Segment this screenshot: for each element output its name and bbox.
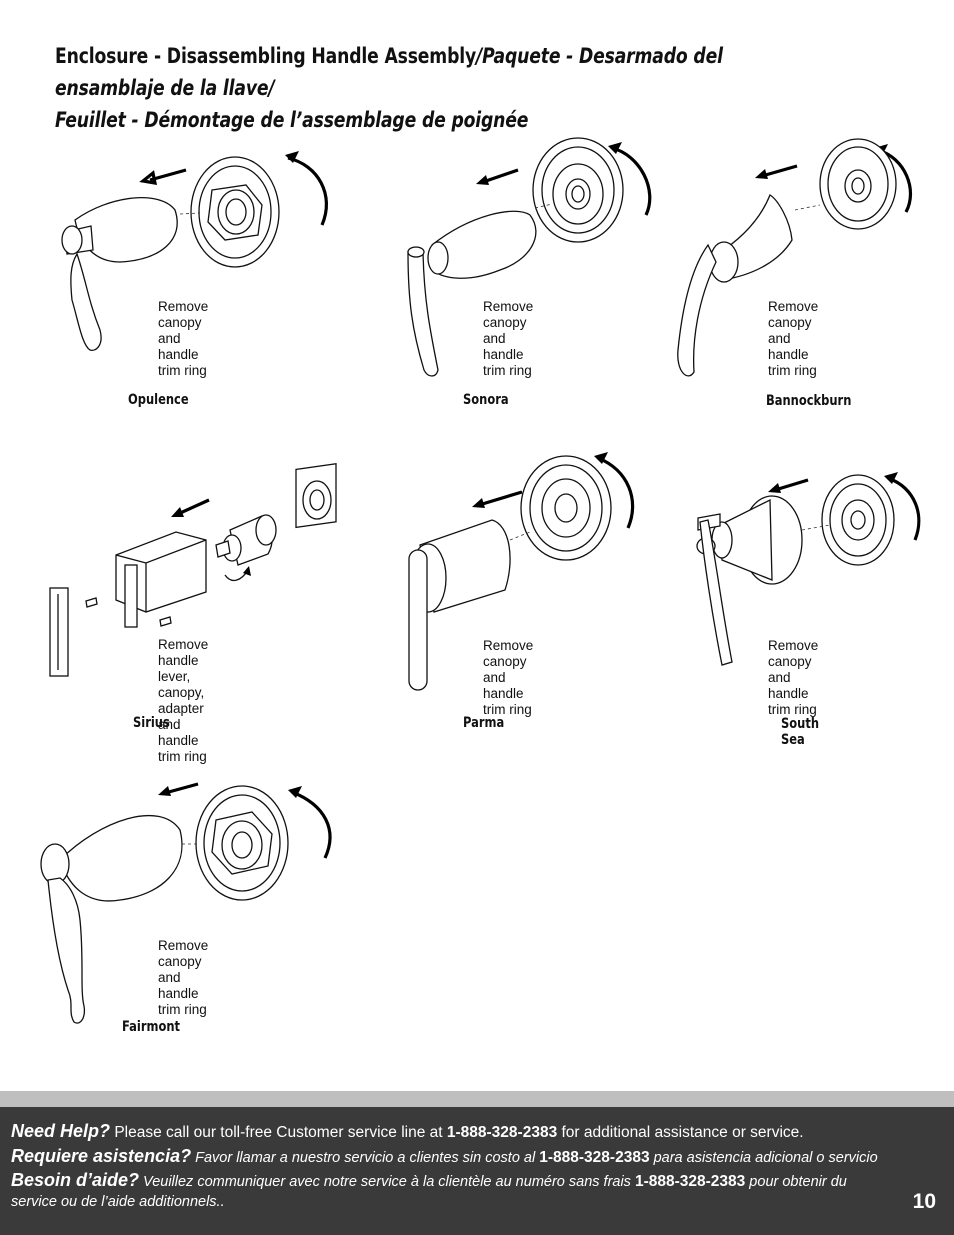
bannockburn-caption: Remove canopy and handle trim ring [768,299,819,378]
fairmont-label: Fairmont [122,1019,181,1035]
trim-ring [819,138,897,230]
opulence-label: Opulence [128,392,189,408]
parma-label: Parma [463,715,505,731]
lever [408,549,428,691]
trim-ring [821,474,895,566]
page-number: 10 [912,1190,936,1213]
sirius-label: Sirius [133,715,170,731]
help-line-es: Requiere asistencia? Favor llamar a nues… [11,1146,878,1166]
canopy [59,814,183,902]
trim-ring [190,156,280,268]
lever [49,587,69,677]
trim-ring [520,455,612,561]
phone-number[interactable]: 1-888-328-2383 [539,1149,650,1166]
canopy [431,210,537,279]
help-line-en: Need Help? Please call our toll-free Cus… [11,1121,804,1141]
sonora-label: Sonora [463,392,509,408]
canopy [74,197,178,263]
bannockburn-label: Bannockburn [766,393,852,409]
footer-divider [0,1091,954,1107]
canopy [115,531,207,613]
phone-number[interactable]: 1-888-328-2383 [634,1173,746,1190]
sonora-caption: Remove canopy and handle trim ring [483,299,534,378]
trim-ring [195,785,289,901]
fairmont-caption: Remove canopy and handle trim ring [158,938,209,1017]
south-sea-caption: Remove canopy and handle trim ring [768,638,819,717]
help-line-fr-cont: service ou de l’aide additionnels.. [11,1194,225,1210]
phone-number[interactable]: 1-888-328-2383 [446,1124,558,1141]
help-footer: Need Help? Please call our toll-free Cus… [0,1107,954,1235]
help-line-fr: Besoin d’aide? Veuillez communiquer avec… [11,1170,847,1190]
sirius-caption: Remove handle lever, canopy, adapter and… [158,637,209,764]
parma-caption: Remove canopy and handle trim ring [483,638,534,717]
opulence-caption: Remove canopy and handle trim ring [158,299,209,378]
trim-ring [532,137,624,243]
page-title: Enclosure - Disassembling Handle Assembl… [55,44,723,132]
south-sea-label: South Sea [781,716,819,748]
